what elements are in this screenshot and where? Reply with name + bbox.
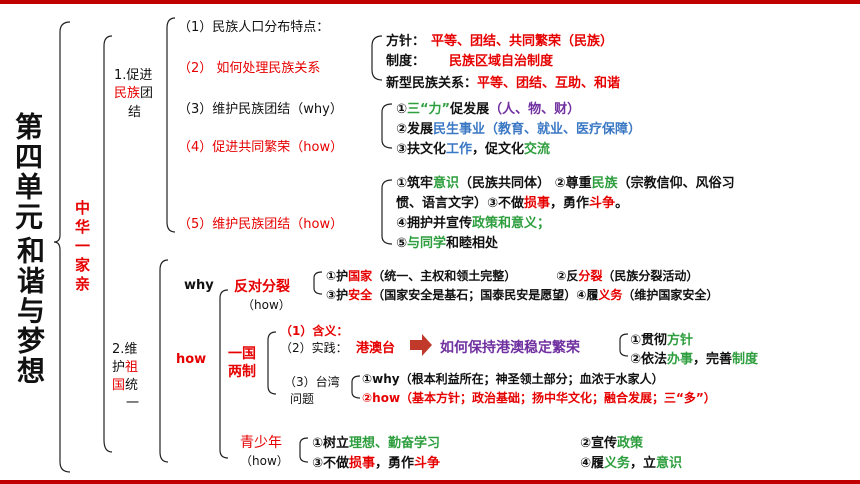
s2-label-a: 2.维 <box>112 342 138 357</box>
h5-l2b: 损事 <box>524 196 551 211</box>
h5-l4b: 与同学 <box>407 236 447 251</box>
h5-l1c: （民族共同体） ②尊重 <box>459 176 592 191</box>
fd3e: （维护国家安全） <box>622 288 719 302</box>
h5-l3c: ； <box>537 216 551 231</box>
fd2c: （民族分裂活动） <box>602 269 699 283</box>
h5-l3b: 政策和意义 <box>472 216 538 231</box>
bottom-border <box>0 480 860 484</box>
q4c: ，立 <box>630 456 657 471</box>
hk1a: ①贯彻 <box>630 333 668 348</box>
s2-label-d: 国 <box>112 378 126 393</box>
s2-label-b: 护 <box>112 360 126 375</box>
unit-title-b: 和谐与梦想 <box>13 236 46 386</box>
policy-gx-value: 平等、团结、互助、和谐 <box>477 76 621 91</box>
s1-label-c: 团 <box>140 86 154 101</box>
fd1b: 国家 <box>348 269 373 283</box>
h5-l2a: 惯、语言文字）③不做 <box>396 196 525 211</box>
h4-l3b: 工作 <box>446 142 473 157</box>
s1-label-b: 民族 <box>114 86 141 101</box>
h4-l1a: ① <box>396 102 408 117</box>
yg-1: （1）含义： <box>280 324 349 338</box>
q4d: 意识 <box>656 456 683 471</box>
h4-l1d: （人、物、财） <box>489 102 581 117</box>
h5-l4c: 和睦相处 <box>446 236 499 251</box>
s1-item-5: （5）维护民族团结（how） <box>178 217 344 232</box>
q3c: ，勇作 <box>375 456 415 471</box>
policy-gx: 新型民族关系： <box>386 76 478 91</box>
s1-item-4: （4）促进共同繁荣（how） <box>178 140 344 155</box>
yg-2: （2）实践： <box>280 341 348 355</box>
h5-l1e: （宗教信仰、风俗习 <box>617 176 735 191</box>
fd3c: （国家安全是基石；国泰民安是愿望）④履 <box>372 288 599 302</box>
fd1c: （统一、主权和领土完整） <box>372 269 517 283</box>
s2-label-c: 祖 <box>125 360 139 375</box>
fd2a: ②反 <box>556 269 579 283</box>
s1-label-a: 1.促进 <box>114 68 153 83</box>
policy-fz: 方针： <box>386 34 426 49</box>
qs-title: 青少年 <box>240 435 282 451</box>
q1b: 理想、勤奋学习 <box>349 436 441 451</box>
qs-how: （how） <box>240 454 289 468</box>
h5-l1d: 民族 <box>591 176 618 191</box>
hk-title: 如何保持港澳稳定繁荣 <box>440 340 580 356</box>
s2-label-f: 一 <box>126 396 140 411</box>
fd-how: （how） <box>242 298 291 312</box>
tw-why: ①why（根本利益所在；神圣领土部分；血浓于水家人） <box>362 372 664 386</box>
s1-label-d: 结 <box>128 105 142 120</box>
h4-l3c: ，促文化 <box>472 142 525 157</box>
h4-l2a: ②发展 <box>396 122 434 137</box>
hk2a: ②依法 <box>630 352 668 367</box>
hk2d: 制度 <box>732 352 759 367</box>
fd3b: 安全 <box>348 288 373 302</box>
policy-fz-value: 平等、团结、共同繁荣（民族） <box>431 34 614 49</box>
h5-l1a: ①筑牢 <box>396 176 434 191</box>
h5-l2d: 斗争 <box>589 196 616 211</box>
yg-2-value: 港澳台 <box>356 341 396 356</box>
fd2b: 分裂 <box>578 269 603 283</box>
policy-zd: 制度： <box>386 54 426 69</box>
q3d: 斗争 <box>414 456 441 471</box>
fd3d: 义务 <box>598 288 623 302</box>
h5-l2e: 。 <box>615 196 629 211</box>
h4-l2b: 民生事业（教育、就业、医疗保障） <box>433 122 642 137</box>
h5-l2c: ，勇作 <box>550 196 590 211</box>
h5-l3a: ④拥护并宣传 <box>396 216 473 231</box>
hk1b: 方针 <box>667 333 694 348</box>
s1-item-1: （1）民族人口分布特点： <box>178 20 330 35</box>
q4a: ④履 <box>580 456 605 471</box>
s2-label-e: 统 <box>125 378 139 393</box>
tw-title: （3）台湾 <box>284 375 340 389</box>
h5-l1b: 意识 <box>433 176 460 191</box>
h4-l1b: 三“力” <box>407 102 451 117</box>
hk2b: 办事 <box>667 352 694 367</box>
q2b: 政策 <box>617 436 644 451</box>
top-border <box>0 0 860 4</box>
branch-main: 中华一家亲 <box>73 200 91 295</box>
s1-item-2: （2） 如何处理民族关系 <box>178 61 321 76</box>
s1-item-3: （3）维护民族团结（why） <box>178 102 343 117</box>
unit-title-a: 第四单元 <box>11 112 44 232</box>
policy-zd-value: 民族区域自治制度 <box>449 54 554 69</box>
s2-how: how <box>176 352 207 367</box>
h4-l3a: ③扶文化 <box>396 142 447 157</box>
q1a: ①树立 <box>312 436 350 451</box>
h4-l3d: 交流 <box>524 142 551 157</box>
hk2c: ，完善 <box>693 352 733 367</box>
tw-title-2: 问题 <box>290 392 315 406</box>
s2-why: why <box>184 278 214 293</box>
fd-title: 反对分裂 <box>234 279 290 295</box>
tw-how: ②how（基本方针；政治基础；扬中华文化；融合发展；三“多”） <box>362 391 716 405</box>
arrow-icon <box>410 334 432 356</box>
q3b: 损事 <box>349 456 376 471</box>
fd1a: ①护 <box>326 269 349 283</box>
h4-l1c: 促发展 <box>450 102 490 117</box>
yg-title: 一国 两制 <box>228 346 256 380</box>
h5-l4a: ⑤ <box>396 236 408 251</box>
q3a: ③不做 <box>312 456 350 471</box>
fd3a: ③护 <box>326 288 349 302</box>
q4b: 义务 <box>604 456 631 471</box>
q2a: ②宣传 <box>580 436 618 451</box>
